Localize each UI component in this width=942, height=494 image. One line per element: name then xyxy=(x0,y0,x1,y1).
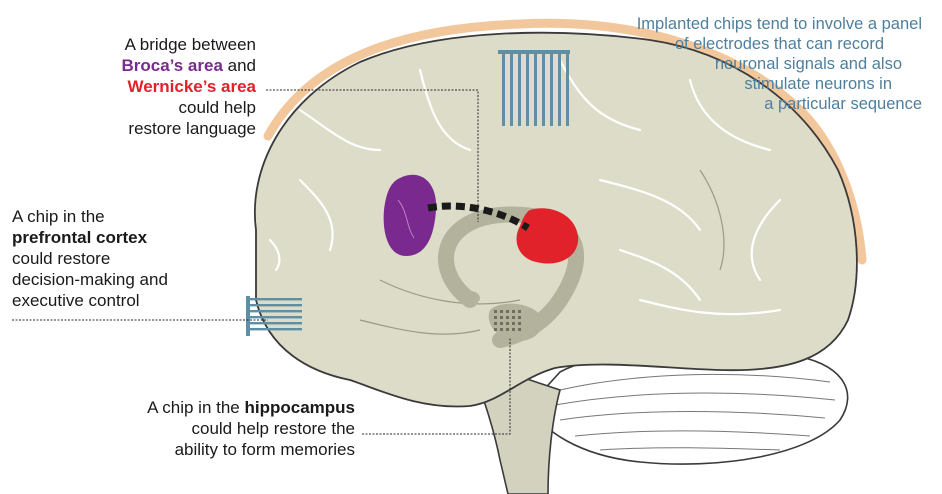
implant-line1: Implanted chips tend to involve a panel xyxy=(560,14,922,34)
thalamus xyxy=(460,291,480,305)
implant-line4: stimulate neurons in xyxy=(560,74,922,94)
implant-line5: a particular sequence xyxy=(560,94,922,114)
prefrontal-line1: A chip in the xyxy=(12,206,262,227)
hippo-pre: A chip in the xyxy=(147,398,244,417)
label-hippocampus: A chip in the hippocampus could help res… xyxy=(60,397,355,460)
prefrontal-line5: executive control xyxy=(12,290,262,311)
prefrontal-line3: could restore xyxy=(12,248,262,269)
bridge-line3: could help xyxy=(60,97,256,118)
bridge-and: and xyxy=(223,56,256,75)
hippo-line3: ability to form memories xyxy=(60,439,355,460)
implant-line2: of electrodes that can record xyxy=(560,34,922,54)
wernicke-label: Wernicke’s area xyxy=(60,76,256,97)
implant-line3: neuronal signals and also xyxy=(560,54,922,74)
hippo-line2: could help restore the xyxy=(60,418,355,439)
broca-label: Broca’s area xyxy=(121,56,222,75)
prefrontal-line4: decision-making and xyxy=(12,269,262,290)
hippo-bold: hippocampus xyxy=(244,398,355,417)
bridge-line4: restore language xyxy=(60,118,256,139)
prefrontal-bold: prefrontal cortex xyxy=(12,228,147,247)
label-prefrontal: A chip in the prefrontal cortex could re… xyxy=(12,206,262,311)
label-implanted-chips: Implanted chips tend to involve a panel … xyxy=(560,14,922,114)
label-language-bridge: A bridge between Broca’s area and Wernic… xyxy=(60,34,256,139)
bridge-line1: A bridge between xyxy=(60,34,256,55)
